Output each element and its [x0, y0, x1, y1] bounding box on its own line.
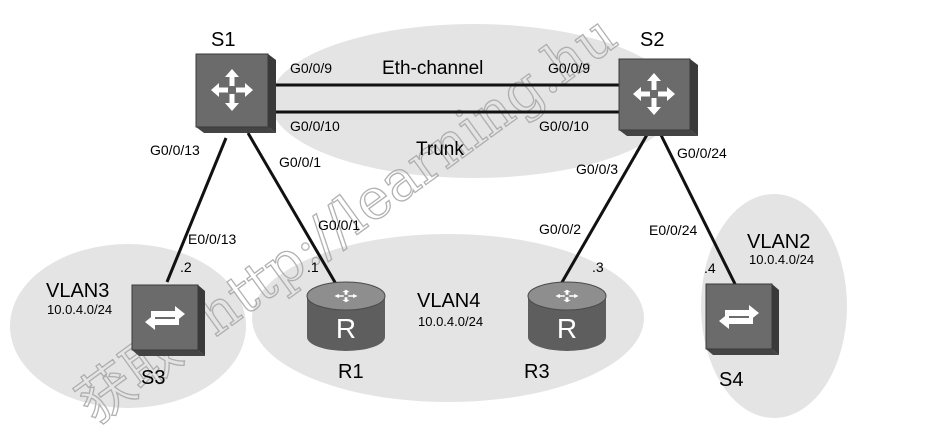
router-r1[interactable]: R — [306, 281, 386, 351]
link-s2-r3 — [559, 132, 650, 285]
device-label-s2: S2 — [640, 29, 664, 51]
ip-s4: .4 — [704, 260, 716, 276]
vlan2-subnet: 10.0.4.0/24 — [749, 252, 814, 267]
link-s1-r1 — [246, 132, 338, 285]
trunk-label: Trunk — [416, 139, 464, 160]
trunk-ellipse — [270, 24, 678, 178]
router-r1-symbol: R — [336, 313, 356, 344]
switch-s3[interactable] — [131, 284, 205, 356]
port-r1-g001: G0/0/1 — [318, 217, 360, 233]
device-label-s4: S4 — [719, 369, 743, 391]
vlan2-label: VLAN2 — [747, 231, 810, 253]
port-s4-e0024: E0/0/24 — [649, 222, 697, 238]
vlan4-label: VLAN4 — [417, 290, 480, 312]
ip-r3: .3 — [592, 259, 604, 275]
vlan3-subnet: 10.0.4.0/24 — [47, 302, 112, 317]
device-label-r3: R3 — [524, 361, 550, 383]
switch-s2[interactable] — [618, 58, 698, 136]
port-s1-g009: G0/0/9 — [290, 60, 332, 76]
ip-r1: .1 — [307, 259, 319, 275]
eth-channel-label: Eth-channel — [382, 58, 483, 79]
port-s2-g0024: G0/0/24 — [677, 145, 727, 161]
device-label-r1: R1 — [338, 361, 364, 383]
links — [165, 83, 740, 291]
vlan4-subnet: 10.0.4.0/24 — [418, 314, 483, 329]
port-s1-g0013: G0/0/13 — [150, 142, 200, 158]
port-s2-g003: G0/0/3 — [576, 161, 618, 177]
port-r3-g002: G0/0/2 — [539, 221, 581, 237]
link-s1-s3 — [165, 137, 228, 283]
port-s3-e0013: E0/0/13 — [188, 231, 236, 247]
vlan4-ellipse — [252, 234, 644, 402]
router-r3-symbol: R — [557, 313, 577, 344]
switch-s1[interactable] — [195, 53, 276, 133]
port-s1-g0010: G0/0/10 — [290, 118, 340, 134]
link-s2-s4 — [658, 132, 740, 291]
device-label-s1: S1 — [211, 29, 235, 51]
vlan3-label: VLAN3 — [46, 280, 109, 302]
port-s2-g0010: G0/0/10 — [539, 118, 589, 134]
switch-s4[interactable] — [705, 283, 779, 355]
port-s1-g001: G0/0/1 — [279, 154, 321, 170]
router-r3[interactable]: R — [527, 281, 607, 351]
ip-s3: .2 — [180, 259, 192, 275]
port-s2-g009: G0/0/9 — [548, 60, 590, 76]
device-label-s3: S3 — [141, 367, 165, 389]
